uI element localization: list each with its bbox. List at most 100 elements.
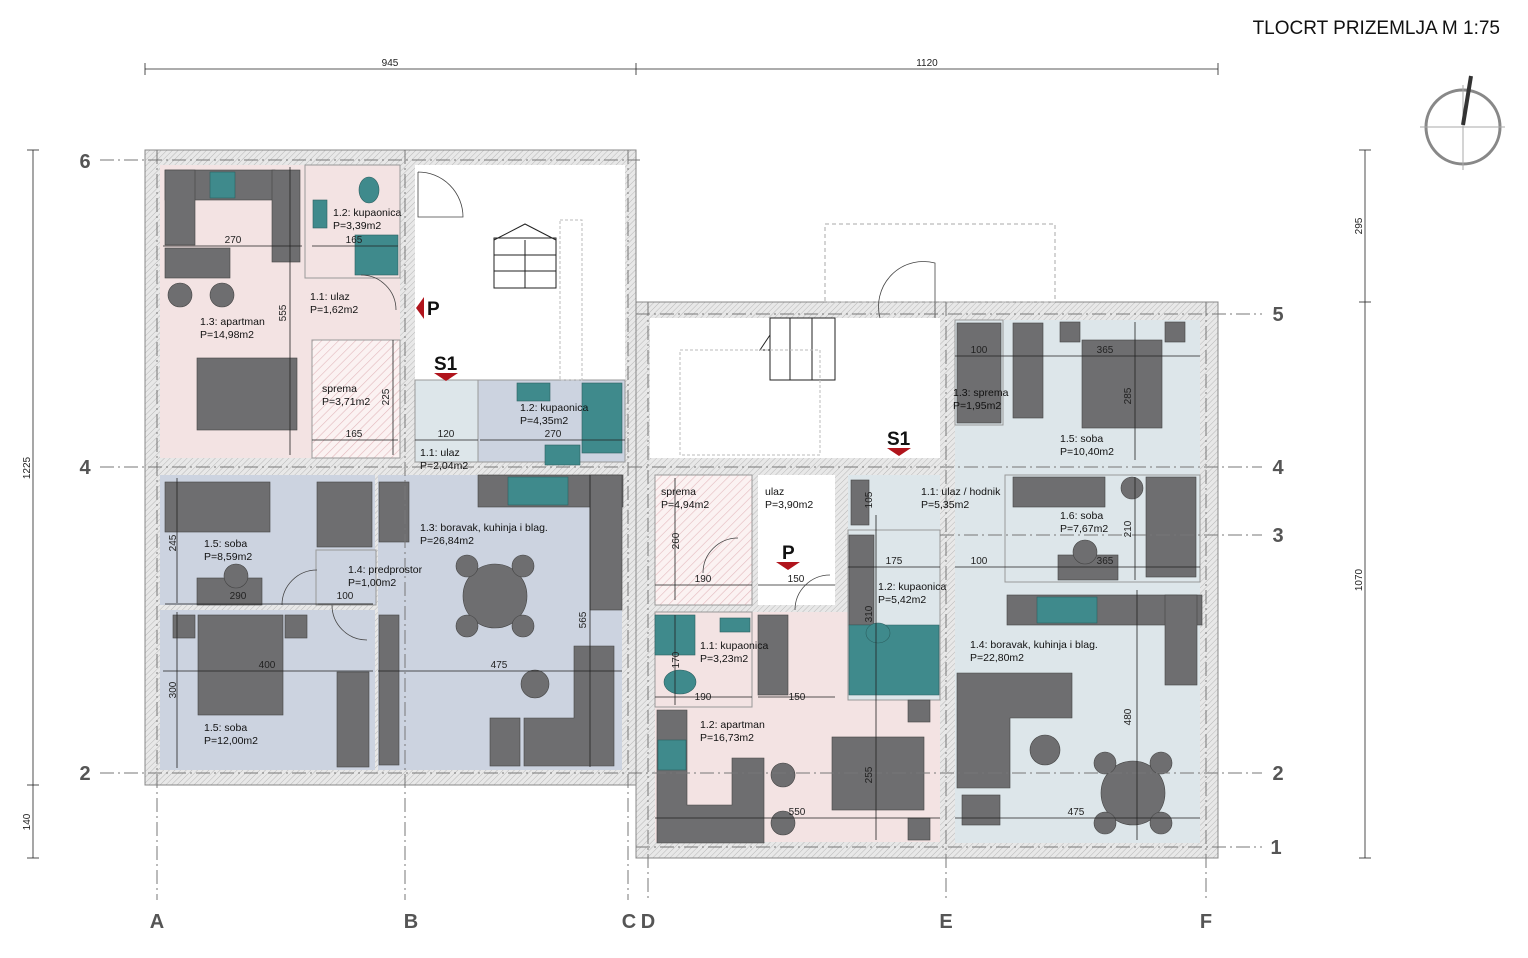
svg-text:S1: S1 xyxy=(887,429,911,450)
room-area: P=22,80m2 xyxy=(970,652,1024,664)
axis-label-row-3: 3 xyxy=(1272,525,1283,547)
svg-text:270: 270 xyxy=(545,429,562,440)
svg-text:310: 310 xyxy=(864,605,875,622)
room-name: 1.1: ulaz xyxy=(310,291,350,303)
room-name: 1.1: kupaonica xyxy=(700,640,768,652)
stair-hall-right xyxy=(650,318,940,458)
svg-text:165: 165 xyxy=(346,429,363,440)
svg-text:270: 270 xyxy=(225,235,242,246)
room-area: P=3,71m2 xyxy=(322,396,370,408)
svg-text:P: P xyxy=(427,299,440,320)
svg-text:565: 565 xyxy=(578,611,589,628)
svg-text:300: 300 xyxy=(168,681,179,698)
room-area: P=3,90m2 xyxy=(765,499,813,511)
axis-label-col-e: E xyxy=(939,911,952,933)
svg-text:150: 150 xyxy=(789,692,806,703)
svg-text:100: 100 xyxy=(971,345,988,356)
room-ulaz-1-1 xyxy=(414,379,479,463)
svg-text:170: 170 xyxy=(671,651,682,668)
room-name: ulaz xyxy=(765,486,784,498)
dim-1120: 1120 xyxy=(916,58,938,69)
overall-dimension-lines xyxy=(27,63,1371,859)
north-arrow-icon xyxy=(1420,75,1505,170)
room-name: 1.2: kupaonica xyxy=(333,207,401,219)
dim-945: 945 xyxy=(382,58,399,69)
room-area: P=5,42m2 xyxy=(878,594,926,606)
room-area: P=5,35m2 xyxy=(921,499,969,511)
room-ulaz-right xyxy=(758,475,835,605)
svg-text:210: 210 xyxy=(1123,520,1134,537)
svg-text:100: 100 xyxy=(337,591,354,602)
room-name: 1.2: kupaonica xyxy=(878,581,946,593)
room-name: 1.3: sprema xyxy=(953,387,1009,399)
section-marker-s1-right: S1 xyxy=(887,429,911,456)
svg-text:475: 475 xyxy=(1068,807,1085,818)
svg-text:175: 175 xyxy=(886,556,903,567)
room-area: P=1,62m2 xyxy=(310,304,358,316)
svg-text:245: 245 xyxy=(168,534,179,551)
room-area: P=26,84m2 xyxy=(420,535,474,547)
svg-text:120: 120 xyxy=(438,429,455,440)
staircase-right xyxy=(679,317,836,456)
svg-text:150: 150 xyxy=(788,574,805,585)
svg-text:555: 555 xyxy=(278,304,289,321)
axis-label-col-c: C xyxy=(622,911,636,933)
room-name: 1.5: soba xyxy=(204,538,247,550)
svg-text:285: 285 xyxy=(1123,387,1134,404)
axis-label-row-2-left: 2 xyxy=(79,763,90,785)
svg-text:190: 190 xyxy=(695,574,712,585)
entrance-marker-right: P xyxy=(776,543,800,570)
dim-295: 295 xyxy=(1354,217,1365,234)
dim-1225: 1225 xyxy=(22,456,33,479)
svg-text:S1: S1 xyxy=(434,354,458,375)
grid-lines xyxy=(100,150,1262,900)
internal-dimension-labels: 270 165 555 225 165 120 270 245 290 100 … xyxy=(168,235,1134,818)
room-area: P=1,00m2 xyxy=(348,577,396,589)
internal-dimension-lines xyxy=(163,167,1200,840)
axis-label-row-2-right: 2 xyxy=(1272,763,1283,785)
axis-label-row-1: 1 xyxy=(1270,837,1281,859)
room-name: 1.1: ulaz / hodnik xyxy=(921,486,1001,498)
room-area: P=12,00m2 xyxy=(204,735,258,747)
axis-label-row-4-left: 4 xyxy=(79,457,91,479)
drawing-title: TLOCRT PRIZEMLJA M 1:75 xyxy=(1253,18,1500,39)
room-area: P=14,98m2 xyxy=(200,329,254,341)
room-name: sprema xyxy=(661,486,696,498)
room-name: sprema xyxy=(322,383,357,395)
room-name: 1.5: soba xyxy=(204,722,247,734)
furniture xyxy=(164,169,1203,844)
axis-label-col-d: D xyxy=(641,911,655,933)
room-name: 1.6: soba xyxy=(1060,510,1103,522)
axis-label-col-a: A xyxy=(150,911,164,933)
room-area: P=8,59m2 xyxy=(204,551,252,563)
svg-text:105: 105 xyxy=(864,491,875,508)
svg-text:475: 475 xyxy=(491,660,508,671)
axis-label-col-b: B xyxy=(404,911,418,933)
room-name: 1.3: apartman xyxy=(200,316,265,328)
room-area: P=1,95m2 xyxy=(953,400,1001,412)
svg-text:165: 165 xyxy=(346,235,363,246)
room-area: P=4,94m2 xyxy=(661,499,709,511)
room-name: 1.4: boravak, kuhinja i blag. xyxy=(970,639,1098,651)
room-predprostor xyxy=(315,549,377,606)
svg-text:255: 255 xyxy=(864,766,875,783)
svg-text:550: 550 xyxy=(789,807,806,818)
room-area: P=7,67m2 xyxy=(1060,523,1108,535)
room-area: P=10,40m2 xyxy=(1060,446,1114,458)
svg-text:365: 365 xyxy=(1097,345,1114,356)
room-name: 1.1: ulaz xyxy=(420,447,460,459)
axis-label-row-4-right: 4 xyxy=(1272,457,1284,479)
room-name: 1.2: kupaonica xyxy=(520,402,588,414)
svg-text:100: 100 xyxy=(971,556,988,567)
room-area: P=16,73m2 xyxy=(700,732,754,744)
svg-text:260: 260 xyxy=(671,532,682,549)
staircase-left xyxy=(493,219,583,381)
svg-text:190: 190 xyxy=(695,692,712,703)
svg-text:480: 480 xyxy=(1123,708,1134,725)
room-sprema-right xyxy=(654,474,753,606)
entrance-marker-left: P xyxy=(416,297,440,320)
room-sprema-left xyxy=(311,339,401,459)
svg-text:225: 225 xyxy=(381,388,392,405)
svg-text:400: 400 xyxy=(259,660,276,671)
